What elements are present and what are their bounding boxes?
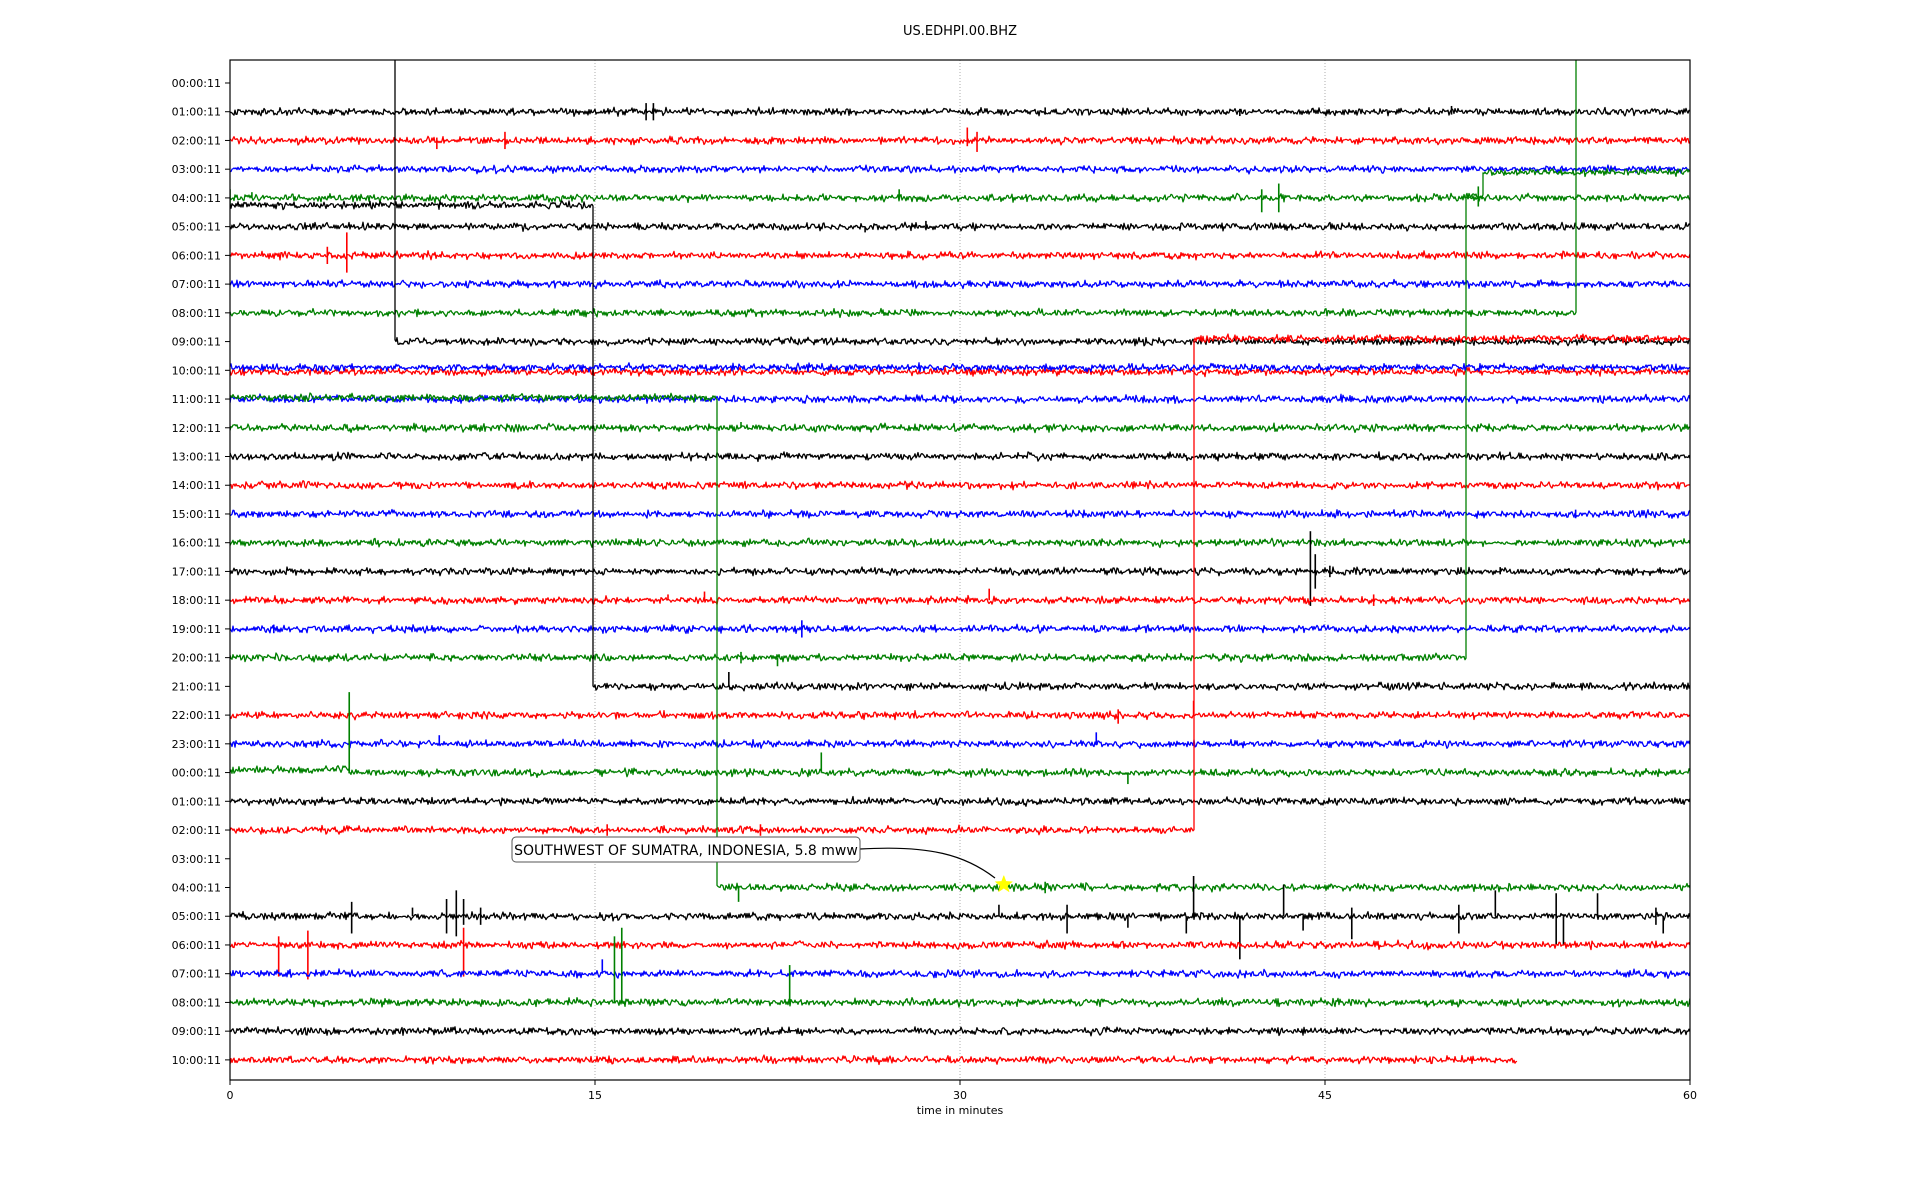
trace-line bbox=[230, 968, 1690, 979]
annotation-text: SOUTHWEST OF SUMATRA, INDONESIA, 5.8 mww bbox=[514, 843, 858, 859]
trace-line bbox=[230, 939, 1690, 951]
y-tick-label: 21:00:11 bbox=[172, 680, 221, 693]
y-tick-label: 07:00:11 bbox=[172, 278, 221, 291]
y-tick-label: 20:00:11 bbox=[172, 652, 221, 665]
y-tick-label: 04:00:11 bbox=[172, 881, 221, 894]
y-tick-label: 00:00:11 bbox=[172, 77, 221, 90]
y-tick-label: 05:00:11 bbox=[172, 910, 221, 923]
y-tick-label: 00:00:11 bbox=[172, 767, 221, 780]
annotation-box bbox=[511, 836, 861, 863]
y-tick-label: 22:00:11 bbox=[172, 709, 221, 722]
y-tick-label: 02:00:11 bbox=[172, 824, 221, 837]
trace-line bbox=[230, 537, 1690, 549]
trace-line bbox=[230, 106, 1690, 117]
x-axis: 0 15 30 45 60 bbox=[227, 1080, 1697, 1102]
trace-line bbox=[230, 566, 1690, 577]
y-tick-label: 03:00:11 bbox=[172, 163, 221, 176]
x-axis-label: time in minutes bbox=[917, 1104, 1004, 1117]
star-marker bbox=[994, 874, 1014, 893]
x-tick-label: 30 bbox=[953, 1089, 967, 1102]
trace-line bbox=[230, 710, 1690, 721]
trace-line bbox=[230, 333, 1690, 836]
y-tick-label: 03:00:11 bbox=[172, 853, 221, 866]
x-tick-label: 0 bbox=[227, 1089, 234, 1102]
y-tick-label: 18:00:11 bbox=[172, 594, 221, 607]
y-tick-label: 05:00:11 bbox=[172, 221, 221, 234]
trace-line bbox=[230, 594, 1690, 606]
trace-line bbox=[230, 738, 1690, 749]
trace-line bbox=[230, 167, 1690, 663]
y-tick-label: 19:00:11 bbox=[172, 623, 221, 636]
trace-line bbox=[230, 765, 1690, 778]
trace-line bbox=[230, 422, 1690, 434]
y-tick-label: 15:00:11 bbox=[172, 508, 221, 521]
y-tick-label: 17:00:11 bbox=[172, 565, 221, 578]
trace-line bbox=[230, 480, 1690, 491]
y-tick-label: 14:00:11 bbox=[172, 479, 221, 492]
trace-line bbox=[230, 996, 1690, 1008]
x-tick-label: 15 bbox=[588, 1089, 602, 1102]
y-axis: 00:00:11 01:00:11 02:00:11 03:00:11 04:00:11… bbox=[172, 77, 230, 1067]
trace-line bbox=[230, 60, 1577, 319]
trace-line bbox=[230, 221, 1690, 232]
y-tick-label: 23:00:11 bbox=[172, 738, 221, 751]
trace-line bbox=[230, 278, 1690, 290]
trace-line bbox=[230, 366, 1690, 378]
y-tick-label: 01:00:11 bbox=[172, 106, 221, 119]
chart-title: US.EDHPI.00.BHZ bbox=[903, 24, 1017, 39]
trace-line bbox=[230, 250, 1690, 261]
trace-line bbox=[230, 362, 1690, 373]
y-tick-label: 01:00:11 bbox=[172, 795, 221, 808]
trace-line bbox=[230, 910, 1690, 922]
trace-line bbox=[230, 508, 1690, 519]
y-tick-label: 10:00:11 bbox=[172, 364, 221, 377]
y-tick-label: 08:00:11 bbox=[172, 307, 221, 320]
event-star-icon bbox=[994, 874, 1014, 893]
traces bbox=[230, 60, 1690, 1066]
event-annotation: SOUTHWEST OF SUMATRA, INDONESIA, 5.8 mww bbox=[511, 836, 1014, 893]
trace-line bbox=[230, 1054, 1518, 1066]
y-tick-label: 02:00:11 bbox=[172, 134, 221, 147]
annotation-arrow bbox=[859, 847, 996, 879]
trace-line bbox=[230, 1026, 1690, 1037]
trace-line bbox=[230, 795, 1690, 807]
y-tick-label: 08:00:11 bbox=[172, 996, 221, 1009]
trace-line bbox=[230, 135, 1690, 146]
trace-line bbox=[230, 192, 1690, 204]
y-tick-label: 07:00:11 bbox=[172, 968, 221, 981]
trace-line bbox=[230, 200, 1690, 692]
y-tick-label: 09:00:11 bbox=[172, 1025, 221, 1038]
y-tick-label: 12:00:11 bbox=[172, 422, 221, 435]
x-tick-label: 45 bbox=[1318, 1089, 1332, 1102]
trace-line bbox=[230, 451, 1690, 463]
y-tick-label: 09:00:11 bbox=[172, 336, 221, 349]
y-tick-label: 16:00:11 bbox=[172, 537, 221, 550]
y-tick-label: 06:00:11 bbox=[172, 939, 221, 952]
trace-line bbox=[230, 392, 1690, 893]
y-tick-label: 11:00:11 bbox=[172, 393, 221, 406]
y-tick-label: 10:00:11 bbox=[172, 1054, 221, 1067]
y-tick-label: 13:00:11 bbox=[172, 451, 221, 464]
y-tick-label: 06:00:11 bbox=[172, 249, 221, 262]
trace-line bbox=[230, 623, 1690, 635]
x-tick-label: 60 bbox=[1683, 1089, 1697, 1102]
trace-line bbox=[230, 163, 1690, 175]
y-tick-label: 04:00:11 bbox=[172, 192, 221, 205]
